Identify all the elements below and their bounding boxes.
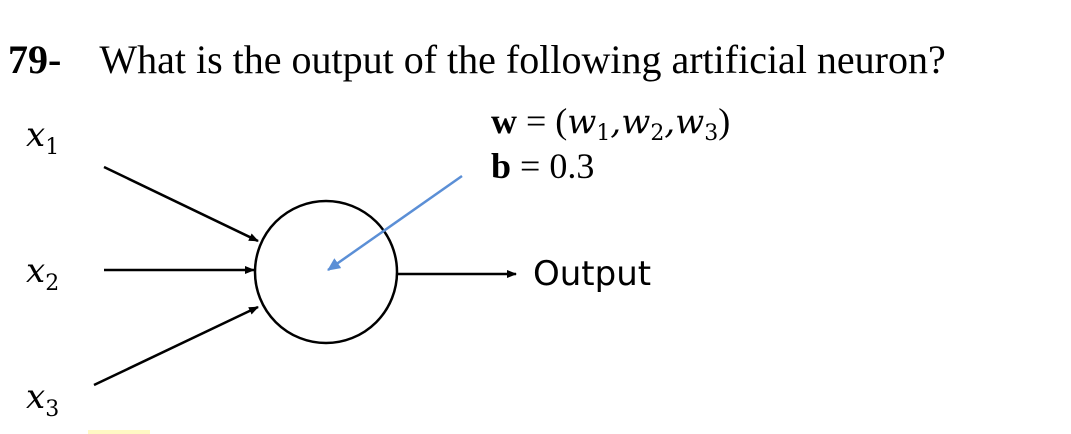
question-text: What is the output of the following arti… xyxy=(99,37,946,82)
neuron-node xyxy=(253,199,399,345)
weights-equation: w = (w1,w2,w3) xyxy=(491,101,730,146)
input-label-x3: x3 xyxy=(26,377,59,422)
input-label-x1: x1 xyxy=(26,115,59,160)
question-number: 79- xyxy=(8,37,62,82)
question-line: 79- What is the output of the following a… xyxy=(8,36,946,84)
weight-bias-arrow xyxy=(327,174,463,272)
input-arrow-x1 xyxy=(103,165,259,243)
highlight-mark xyxy=(88,430,150,434)
output-label: Output xyxy=(533,254,651,294)
bias-equation: b = 0.3 xyxy=(491,146,594,186)
input-label-x2: x2 xyxy=(26,251,59,296)
input-arrow-x3 xyxy=(93,305,259,387)
